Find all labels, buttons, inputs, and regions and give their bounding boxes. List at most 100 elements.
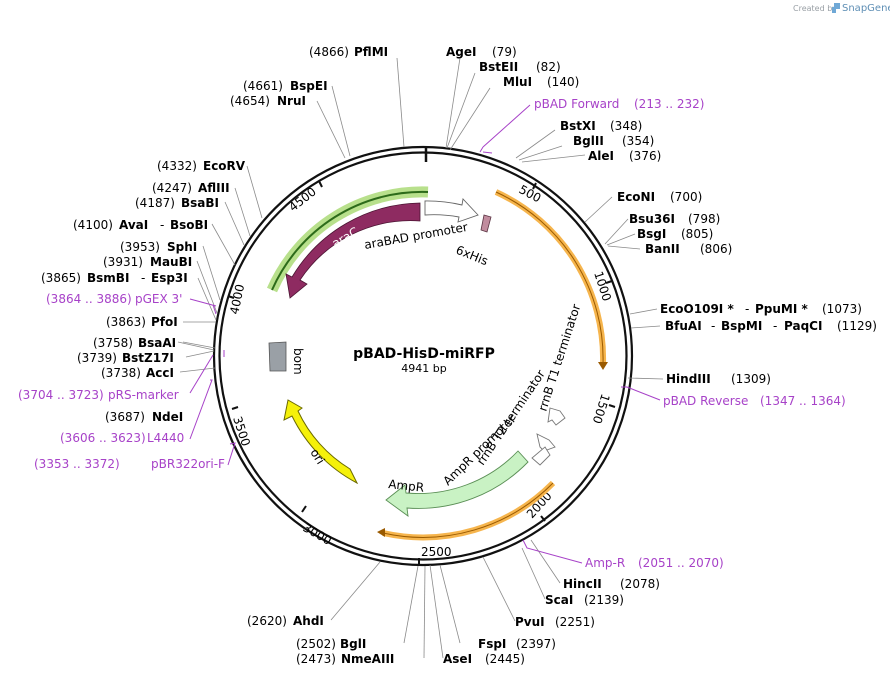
site-pvui[interactable]: PvuI	[515, 615, 545, 629]
site-scai[interactable]: ScaI	[545, 593, 573, 607]
site-alei-pos: (376)	[629, 149, 661, 163]
site-bstz17i[interactable]: BstZ17I	[122, 351, 174, 365]
site-ecoo109i-sep: -	[745, 302, 749, 316]
tick-label-4500: 4500	[286, 185, 319, 215]
site-bgli-pos: (2502)	[296, 637, 336, 651]
primer-prs-marker-pos: (3704 .. 3723)	[18, 388, 104, 402]
site-hincii[interactable]: HincII	[563, 577, 602, 591]
site-bsteii[interactable]: BstEII	[479, 60, 518, 74]
site-bfuai[interactable]: BfuAI	[665, 319, 702, 333]
site-alei[interactable]: AleI	[588, 149, 614, 163]
site-leader-lines	[177, 57, 664, 659]
site-esp3i[interactable]: Esp3I	[151, 271, 188, 285]
site-avai-sep: -	[160, 218, 164, 232]
site-bgli[interactable]: BglI	[340, 637, 366, 651]
site-bspmi-sep: -	[773, 319, 777, 333]
primer-prs-marker[interactable]: pRS-marker	[108, 388, 179, 402]
site-bsabi[interactable]: BsaBI	[181, 196, 219, 210]
site-bsobi[interactable]: BsoBI	[170, 218, 208, 232]
site-maubi-pos: (3931)	[103, 255, 143, 269]
site-ecorv-pos: (4332)	[157, 159, 197, 173]
snapgene-logo-icon	[832, 3, 840, 13]
site-acci[interactable]: AccI	[146, 366, 174, 380]
site-econi[interactable]: EcoNI	[617, 190, 655, 204]
site-bglii[interactable]: BglII	[573, 134, 604, 148]
site-ndei[interactable]: NdeI	[152, 410, 183, 424]
site-bstxi[interactable]: BstXI	[560, 119, 596, 133]
site-agei-pos: (79)	[492, 45, 517, 59]
primer-pbr322ori-f[interactable]: pBR322ori-F	[151, 457, 225, 471]
primer-pbad-forward[interactable]: pBAD Forward	[534, 97, 619, 111]
primer-pgex3[interactable]: pGEX 3'	[135, 292, 182, 306]
site-asei[interactable]: AseI	[443, 652, 472, 666]
site-paqci[interactable]: PaqCI	[784, 319, 822, 333]
backbone-outer-ring	[212, 145, 634, 567]
primer-leader-lines	[189, 104, 661, 564]
site-bglii-pos: (354)	[622, 134, 654, 148]
site-afliii-pos: (4247)	[152, 181, 192, 195]
site-asei-pos: (2445)	[485, 652, 525, 666]
site-sphi[interactable]: SphI	[167, 240, 197, 254]
site-nmeaiii[interactable]: NmeAIII	[341, 652, 394, 666]
site-fspi-pos: (2397)	[516, 637, 556, 651]
tick-label-1500: 1500	[590, 392, 613, 425]
orange-feature-1-arrowhead	[598, 362, 608, 370]
site-bspei[interactable]: BspEI	[290, 79, 328, 93]
site-pvui-pos: (2251)	[555, 615, 595, 629]
site-bsmbi[interactable]: BsmBI	[87, 271, 129, 285]
site-bsteii-pos: (82)	[536, 60, 561, 74]
site-afliii[interactable]: AflIII	[198, 181, 230, 195]
site-pflmi[interactable]: PflMI	[354, 45, 388, 59]
site-hindiii[interactable]: HindIII	[666, 372, 711, 386]
site-bsu36i[interactable]: Bsu36I	[629, 212, 675, 226]
primer-l4440[interactable]: L4440	[147, 431, 184, 445]
arac-highlight-line	[271, 190, 429, 291]
bom-box	[268, 341, 287, 372]
rrnb-t1-terminator-label: rrnB T1 terminator	[536, 302, 584, 413]
site-agei[interactable]: AgeI	[446, 45, 476, 59]
site-bsaai-pos: (3758)	[93, 336, 133, 350]
primer-pbr322ori-f-pos: (3353 .. 3372)	[34, 457, 120, 471]
primer-amp-r[interactable]: Amp-R	[585, 556, 625, 570]
site-nrui-pos: (4654)	[230, 94, 270, 108]
site-pfoi[interactable]: PfoI	[151, 315, 178, 329]
site-bsgi-pos: (805)	[681, 227, 713, 241]
site-nmeaiii-pos: (2473)	[296, 652, 336, 666]
site-bsaai[interactable]: BsaAI	[138, 336, 176, 350]
site-mlui[interactable]: MluI	[503, 75, 532, 89]
site-bsabi-pos: (4187)	[135, 196, 175, 210]
brand-text: SnapGene	[842, 3, 890, 14]
site-econi-pos: (700)	[670, 190, 702, 204]
site-banii[interactable]: BanII	[645, 242, 680, 256]
primer-amp-r-pos: (2051 .. 2070)	[638, 556, 724, 570]
plasmid-name: pBAD-HisD-miRFP	[353, 346, 495, 362]
site-ppumi[interactable]: PpuMI *	[755, 302, 809, 316]
orange-feature-2-line	[382, 482, 554, 538]
site-bsgi[interactable]: BsgI	[637, 227, 666, 241]
site-avai[interactable]: AvaI	[119, 218, 148, 232]
site-scai-pos: (2139)	[584, 593, 624, 607]
site-hincii-pos: (2078)	[620, 577, 660, 591]
site-mlui-pos: (140)	[547, 75, 579, 89]
primer-pbad-reverse[interactable]: pBAD Reverse	[663, 394, 748, 408]
site-fspi[interactable]: FspI	[478, 637, 506, 651]
tick-label-3000: 3000	[301, 520, 334, 547]
site-bstxi-pos: (348)	[610, 119, 642, 133]
site-pflmi-pos: (4866)	[309, 45, 349, 59]
site-bstz17i-pos: (3739)	[77, 351, 117, 365]
site-ahdi[interactable]: AhdI	[293, 614, 324, 628]
site-bsmbi-sep: -	[141, 271, 145, 285]
bom-label: bom	[291, 348, 305, 375]
site-ecoo109i[interactable]: EcoO109I *	[660, 302, 734, 316]
site-maubi[interactable]: MauBI	[150, 255, 192, 269]
site-ecorv[interactable]: EcoRV	[203, 159, 246, 173]
arac-arrow	[285, 202, 421, 299]
primer-pgex3-pos: (3864 .. 3886)	[46, 292, 132, 306]
ampr-promoter-arrow	[531, 446, 551, 466]
site-bspmi[interactable]: BspMI	[721, 319, 762, 333]
ampr-label: AmpR	[388, 477, 425, 495]
his-tag-label: 6xHis	[454, 243, 490, 268]
site-nrui[interactable]: NruI	[277, 94, 306, 108]
site-bspei-pos: (4661)	[243, 79, 283, 93]
arabad-promoter-arrow	[424, 198, 479, 223]
